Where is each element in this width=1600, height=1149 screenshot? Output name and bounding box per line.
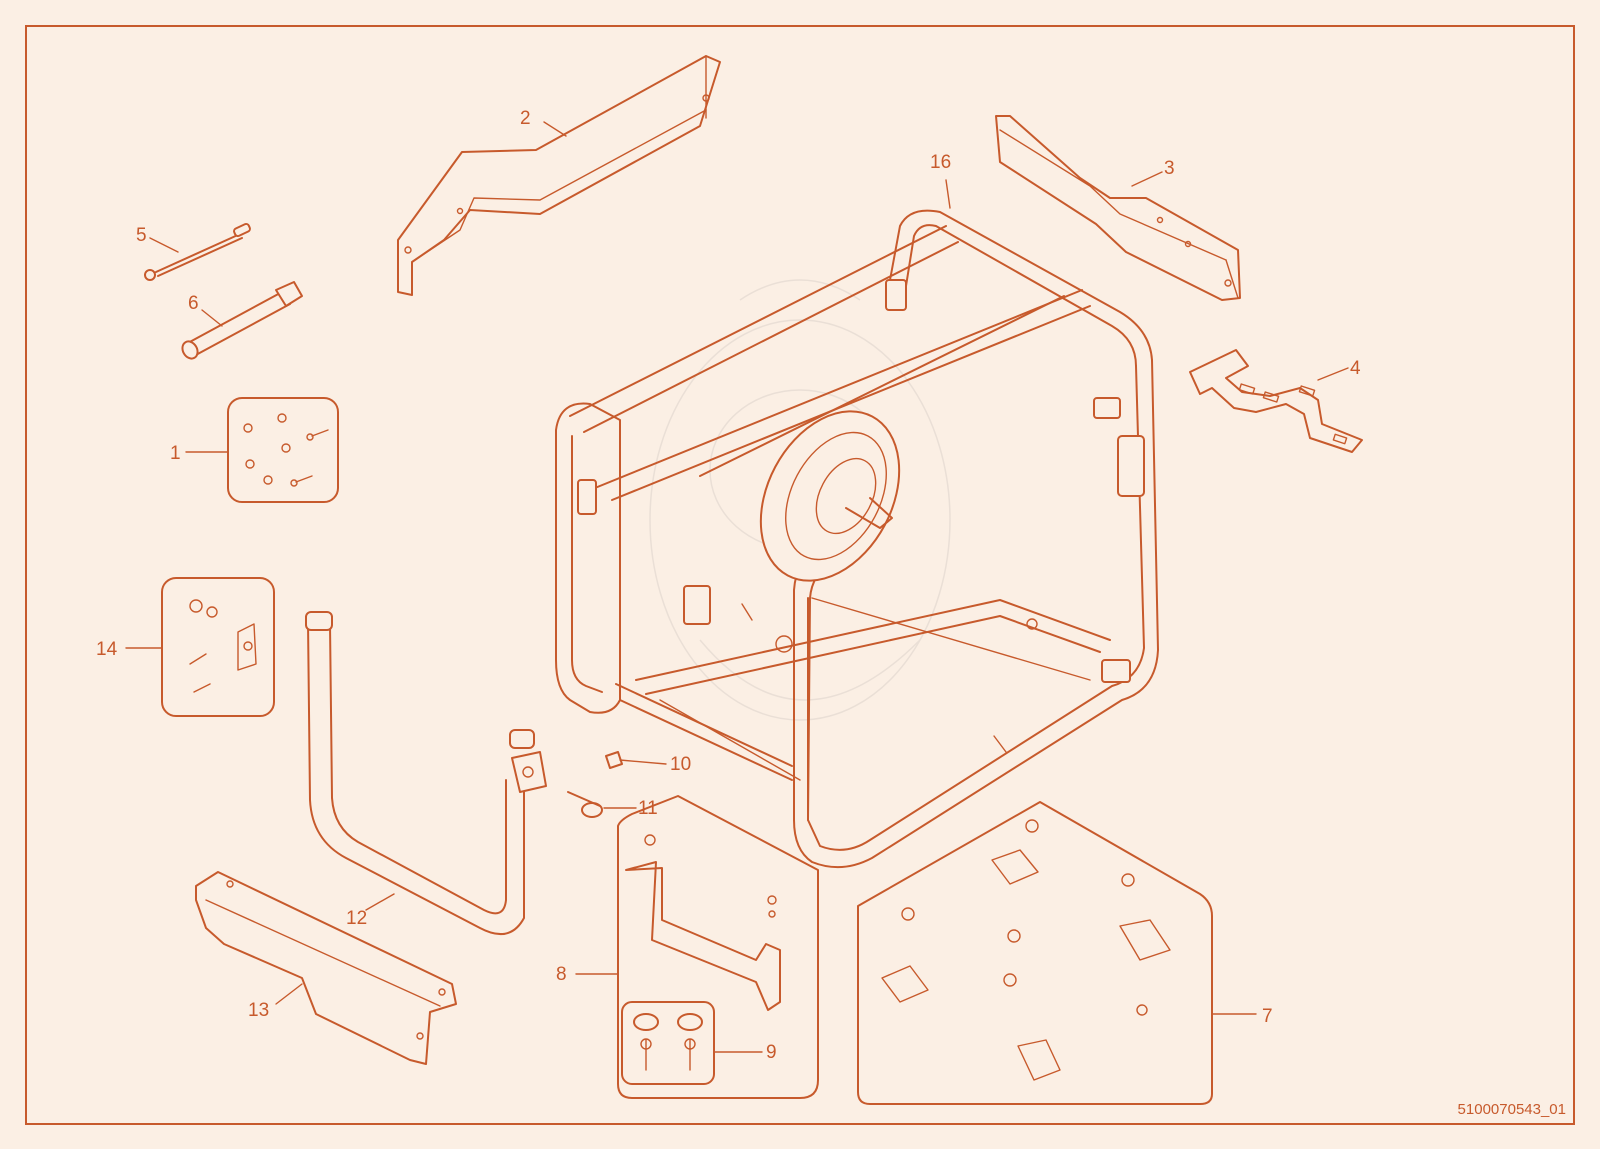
part-screw-kit-box <box>227 397 339 503</box>
callout-12: 12 <box>346 908 367 929</box>
part-rail-left <box>397 55 721 296</box>
part-mount-kit-box <box>857 801 1213 1105</box>
part-clip <box>605 751 623 769</box>
part-pin <box>567 791 603 818</box>
part-base-plate <box>195 871 457 1065</box>
part-bracket <box>1189 349 1363 453</box>
callout-14: 14 <box>96 639 118 660</box>
part-handle <box>305 611 547 936</box>
callout-1: 1 <box>170 443 181 464</box>
part-frame <box>555 209 1159 869</box>
part-rail-right <box>995 115 1241 301</box>
callout-6: 6 <box>188 293 199 314</box>
part-foot-kit <box>621 1001 715 1085</box>
callout-7: 7 <box>1262 1006 1273 1027</box>
callout-11: 11 <box>638 798 658 819</box>
callout-2: 2 <box>520 108 531 129</box>
part-base-bracket-box <box>617 795 819 1099</box>
callout-5: 5 <box>136 225 147 246</box>
callout-8: 8 <box>556 964 567 985</box>
drawing-code: 5100070543_01 <box>1458 1101 1566 1118</box>
callout-13: 13 <box>248 1000 269 1021</box>
callout-10: 10 <box>670 754 691 775</box>
leader-lines <box>125 121 1349 1053</box>
diagram-border <box>25 25 1575 1125</box>
part-handle-kit-box <box>161 577 275 717</box>
callout-labels: 2 3 16 4 5 6 1 14 10 11 12 13 8 9 7 <box>96 108 1361 1063</box>
callout-16: 16 <box>930 152 951 173</box>
callout-4: 4 <box>1350 358 1361 379</box>
callout-9: 9 <box>766 1042 777 1063</box>
part-wrench <box>181 281 303 360</box>
part-ground-cable <box>144 222 251 281</box>
callout-3: 3 <box>1164 158 1175 179</box>
